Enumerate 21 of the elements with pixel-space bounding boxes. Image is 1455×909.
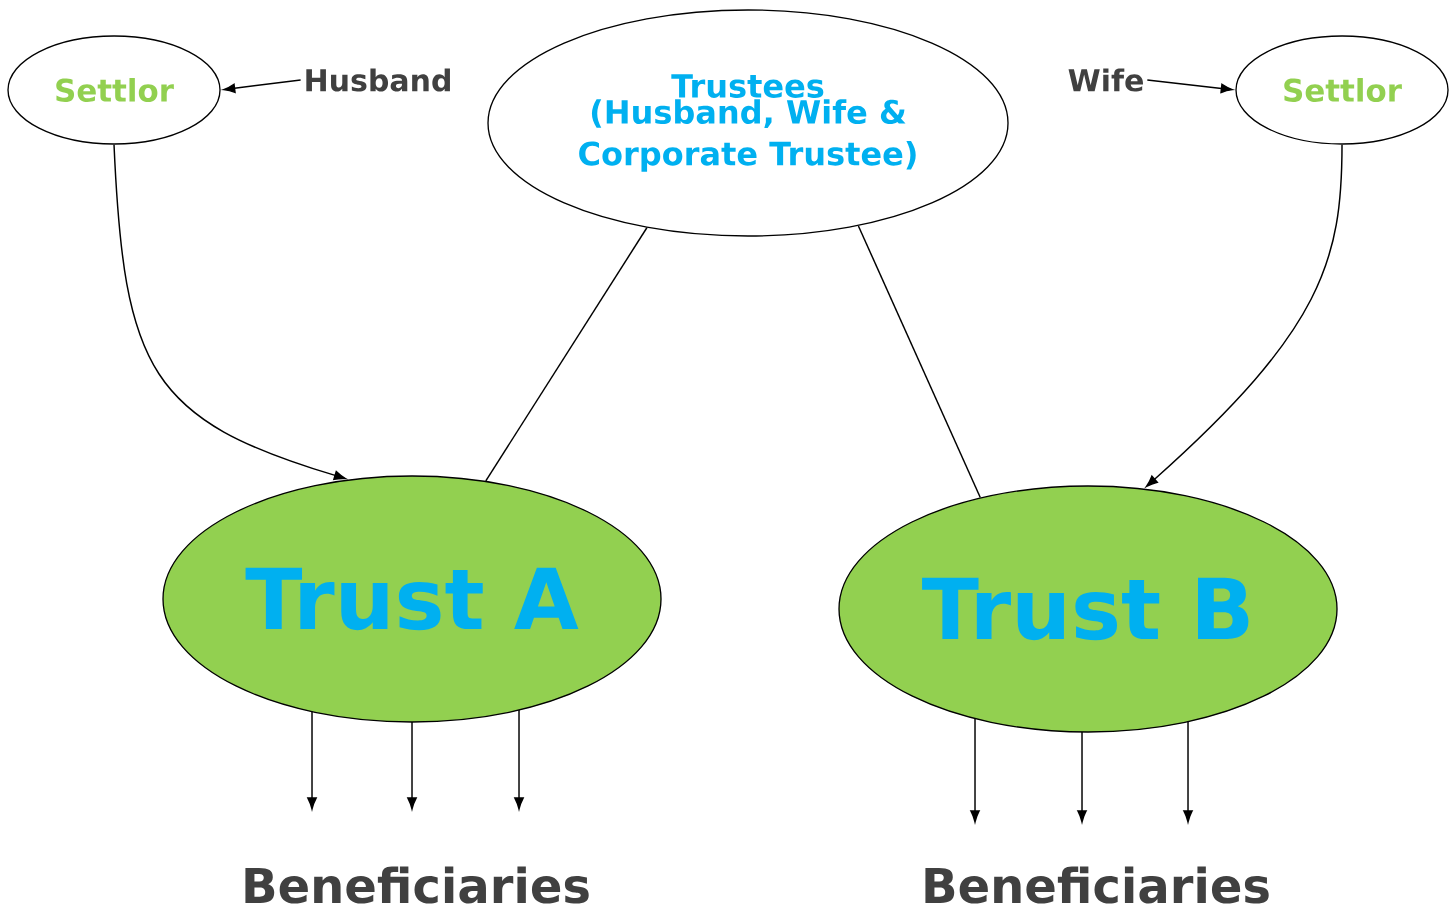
arrow xyxy=(113,143,347,481)
arrow xyxy=(407,721,417,810)
arrow xyxy=(1145,143,1343,488)
connector-line xyxy=(857,225,981,499)
bare-label: Wife xyxy=(1068,68,1143,92)
bare-label: Beneficiaries xyxy=(925,866,1269,904)
arrow xyxy=(514,709,524,810)
connector-line xyxy=(485,227,648,482)
arrow xyxy=(223,79,302,94)
bare-label: Beneficiaries xyxy=(245,866,589,904)
ellipse-node: Settlor xyxy=(7,35,221,145)
arrow xyxy=(1183,720,1193,823)
ellipse-node: Settlor xyxy=(1235,35,1449,145)
arrow xyxy=(1077,731,1087,823)
arrow xyxy=(970,717,980,823)
ellipse-node: Trust B xyxy=(838,485,1338,733)
arrow xyxy=(1146,79,1233,94)
arrow xyxy=(307,710,317,810)
ellipse-node: Trust A xyxy=(162,475,662,723)
ellipse-node: Trustees (Husband, Wife & Corporate Trustee) xyxy=(487,9,1009,237)
bare-label: Husband xyxy=(306,68,450,92)
